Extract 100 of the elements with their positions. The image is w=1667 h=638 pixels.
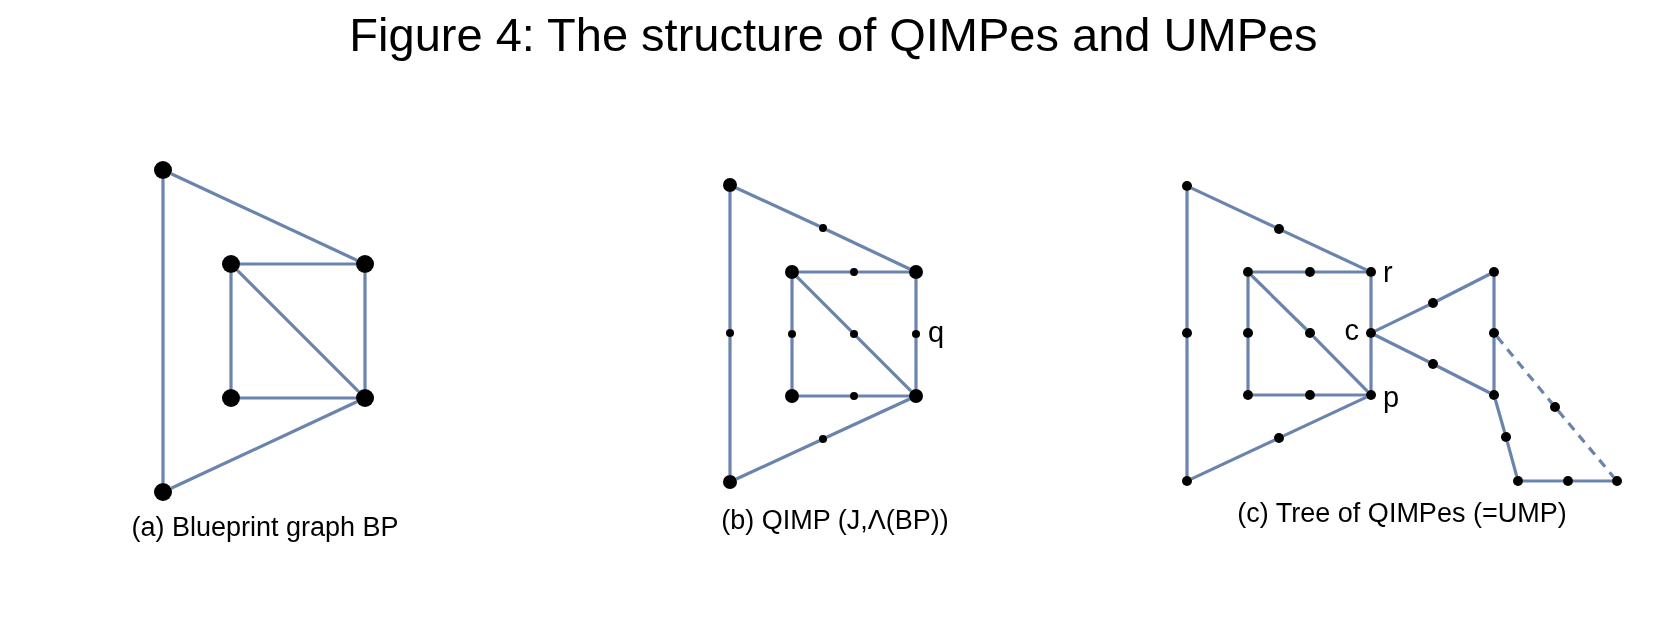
vertex-dot bbox=[1305, 267, 1315, 277]
graph-edge bbox=[1374, 303, 1430, 333]
graph-edge bbox=[1185, 338, 1189, 476]
graph-edge bbox=[1369, 338, 1373, 390]
graph-edge bbox=[1185, 191, 1189, 328]
graph-edge bbox=[1282, 229, 1368, 272]
graph-edge bbox=[1246, 338, 1250, 390]
vertex-dot bbox=[154, 161, 172, 179]
graph-edge bbox=[728, 192, 732, 329]
graph-edge bbox=[1312, 335, 1369, 393]
graph-edge bbox=[363, 273, 367, 389]
graph-edge bbox=[1246, 277, 1250, 328]
graph-edge bbox=[1505, 441, 1519, 477]
figure-title: Figure 4: The structure of QIMPes and UMPes bbox=[349, 8, 1318, 63]
vertex-dot bbox=[1305, 390, 1315, 400]
dashed-graph-edge bbox=[1557, 409, 1615, 479]
vertex-dot bbox=[1274, 224, 1284, 234]
vertex-dot bbox=[1489, 390, 1499, 400]
graph-edge bbox=[1492, 277, 1496, 328]
graph-edge bbox=[825, 397, 911, 439]
graph-edge bbox=[240, 262, 356, 266]
vertex-label: p bbox=[1383, 383, 1400, 412]
vertex-dot bbox=[1612, 476, 1622, 486]
vertex-dot bbox=[1274, 433, 1284, 443]
vertex-dot bbox=[1243, 390, 1253, 400]
graph-edge bbox=[799, 270, 850, 274]
graph-edge bbox=[1573, 479, 1612, 483]
graph-edge bbox=[1374, 333, 1430, 364]
graph-edge bbox=[1253, 270, 1305, 274]
vertex-dot bbox=[726, 329, 734, 337]
graph-edge bbox=[799, 394, 850, 398]
vertex-dot bbox=[222, 255, 240, 273]
vertex-dot bbox=[1563, 476, 1573, 486]
vertex-dot bbox=[154, 483, 172, 501]
vertex-dot bbox=[850, 268, 858, 276]
graph-edge bbox=[795, 275, 853, 333]
graph-edge bbox=[1190, 438, 1276, 481]
vertex-dot bbox=[723, 178, 737, 192]
graph-edge bbox=[1315, 393, 1366, 397]
graph-edge bbox=[735, 186, 821, 228]
vertex-dot bbox=[723, 475, 737, 489]
vertex-dot bbox=[1489, 267, 1499, 277]
vertex-label: q bbox=[928, 318, 945, 347]
vertex-dot bbox=[1366, 267, 1376, 277]
graph-edge bbox=[1253, 393, 1305, 397]
vertex-dot bbox=[785, 265, 799, 279]
graph-edge bbox=[170, 400, 358, 490]
graph-edge bbox=[1282, 395, 1368, 438]
graph-edge bbox=[1436, 364, 1491, 395]
graph-edge bbox=[1315, 270, 1366, 274]
vertex-dot bbox=[1182, 476, 1192, 486]
dashed-graph-edge bbox=[1495, 335, 1554, 405]
vertex-dot bbox=[819, 435, 827, 443]
graph-edge bbox=[914, 338, 918, 389]
graph-edge bbox=[1523, 479, 1563, 483]
vertex-dot bbox=[1182, 328, 1192, 338]
vertex-dot bbox=[819, 224, 827, 232]
vertex-dot bbox=[850, 330, 858, 338]
graph-edge bbox=[1190, 186, 1276, 229]
graph-edge bbox=[825, 228, 911, 271]
vertex-dot bbox=[222, 389, 240, 407]
vertex-dot bbox=[1366, 328, 1376, 338]
panel-caption: (a) Blueprint graph BP bbox=[131, 512, 399, 544]
vertex-dot bbox=[1489, 328, 1499, 338]
vertex-dot bbox=[1305, 328, 1315, 338]
vertex-dot bbox=[1550, 402, 1560, 412]
graph-edge bbox=[790, 279, 794, 330]
graph-edge bbox=[914, 279, 918, 330]
vertex-dot bbox=[909, 389, 923, 403]
vertex-dot bbox=[785, 389, 799, 403]
graph-edge bbox=[161, 179, 165, 483]
vertex-dot bbox=[1182, 181, 1192, 191]
vertex-dot bbox=[909, 265, 923, 279]
vertex-dot bbox=[1428, 359, 1438, 369]
graph-edge bbox=[1369, 277, 1373, 328]
graph-edge bbox=[1250, 274, 1308, 331]
graph-edge bbox=[229, 273, 233, 389]
graph-edge bbox=[855, 335, 913, 393]
graph-edge bbox=[858, 270, 909, 274]
panel-caption: (b) QIMP (J,Λ(BP)) bbox=[721, 505, 949, 537]
graph-edge bbox=[735, 439, 821, 481]
vertex-dot bbox=[356, 255, 374, 273]
panel-caption: (c) Tree of QIMPes (=UMP) bbox=[1237, 498, 1567, 530]
graph-edge bbox=[728, 337, 732, 475]
vertex-dot bbox=[788, 330, 796, 338]
vertex-dot bbox=[1501, 432, 1511, 442]
vertex-dot bbox=[356, 389, 374, 407]
graph-edge bbox=[1492, 338, 1496, 390]
graph-edge bbox=[170, 172, 358, 262]
vertex-dot bbox=[1243, 328, 1253, 338]
graph-edge bbox=[790, 338, 794, 389]
vertex-label: r bbox=[1383, 258, 1393, 287]
vertex-dot bbox=[1428, 298, 1438, 308]
graph-edge bbox=[1493, 399, 1507, 433]
graph-edge bbox=[858, 394, 909, 398]
vertex-dot bbox=[912, 330, 920, 338]
vertex-dot bbox=[1243, 267, 1253, 277]
graph-edge bbox=[236, 269, 360, 393]
vertex-label: c bbox=[1344, 316, 1359, 345]
vertex-dot bbox=[850, 392, 858, 400]
